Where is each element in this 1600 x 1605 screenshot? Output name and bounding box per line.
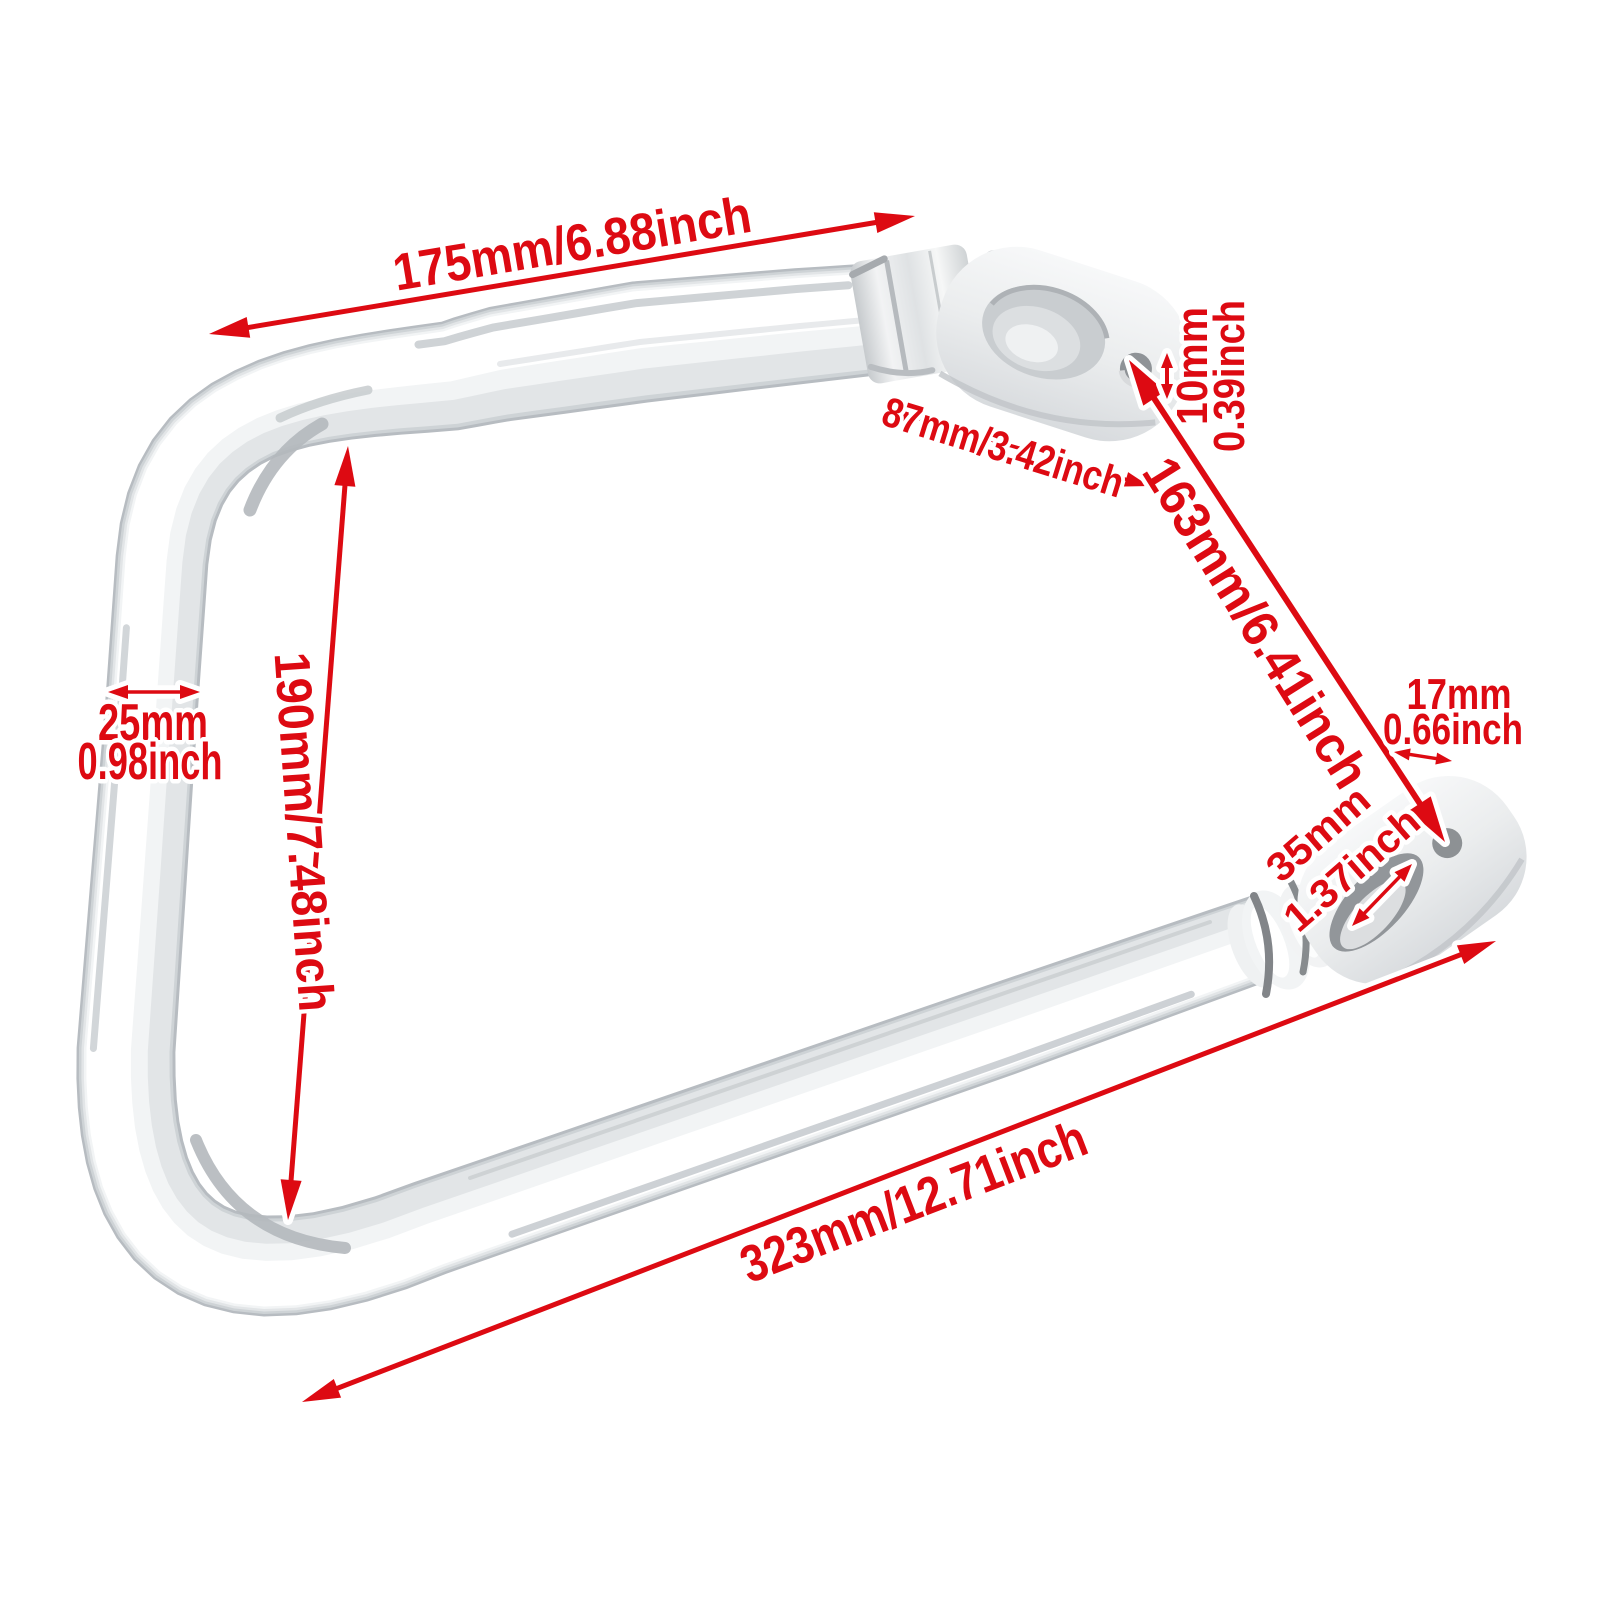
svg-text:17mm: 17mm	[1407, 670, 1512, 719]
svg-text:0.66inch: 0.66inch	[1383, 705, 1523, 754]
svg-text:10mm: 10mm	[1168, 307, 1217, 425]
svg-text:0.39inch: 0.39inch	[1205, 300, 1254, 452]
svg-text:0.98inch: 0.98inch	[78, 733, 223, 791]
svg-text:25mm: 25mm	[98, 694, 208, 752]
